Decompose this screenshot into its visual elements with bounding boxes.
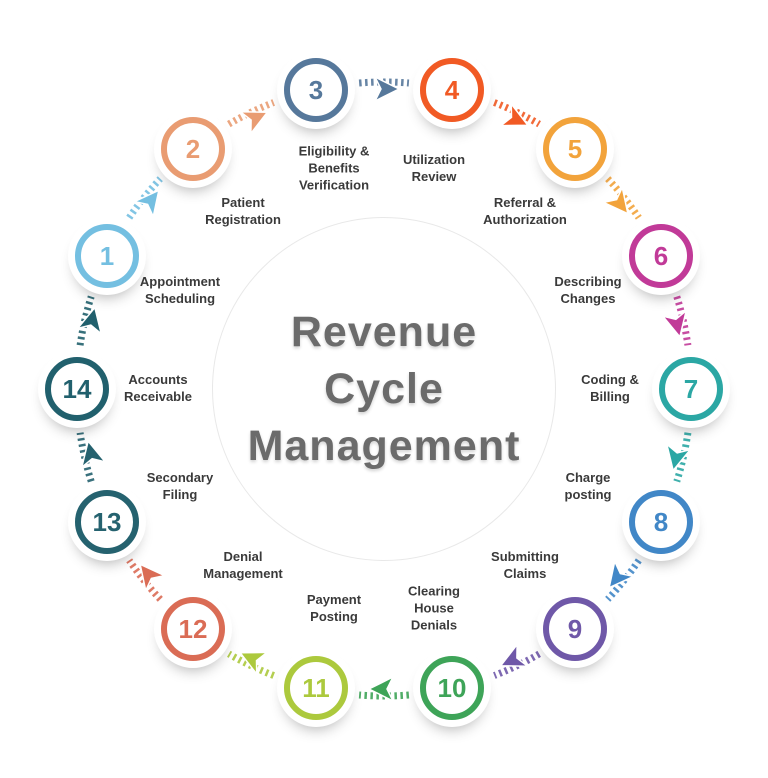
step-3-badge: 3 [284,58,348,122]
flow-arrow-icon-8 [608,559,636,590]
step-6-number: 6 [653,240,669,271]
flow-arrow-icon-14 [75,305,103,336]
step-5-label: Referral & Authorization [483,195,567,227]
step-8-badge: 8 [629,490,693,554]
flow-arrow-icon-13 [80,439,108,470]
step-4-badge: 4 [420,58,484,122]
step-6-badge: 6 [629,224,693,288]
step-13-badge: 13 [75,490,139,554]
step-10-number: 10 [437,672,467,703]
step-13-number: 13 [92,506,122,537]
flow-arrow-icon-11 [238,651,270,677]
step-8-label: Charge posting [564,470,612,502]
inner-circle [212,217,556,561]
step-11-label: Payment Posting [306,592,362,624]
step-8-number: 8 [653,506,669,537]
step-7-number: 7 [683,373,699,404]
step-9-number: 9 [567,613,583,644]
flow-arrow-icon-3 [373,75,401,103]
step-1-number: 1 [99,240,115,271]
flow-arrow-icon-12 [139,562,167,593]
step-2-label: Patient Registration [205,195,281,227]
step-11-badge: 11 [284,656,348,720]
step-13-label: Secondary Filing [146,470,214,502]
step-14-badge: 14 [45,357,109,421]
step-2-number: 2 [185,133,201,164]
step-10-badge: 10 [420,656,484,720]
flow-arrow-icon-10 [367,675,395,703]
flow-arrow-icon-1 [132,188,160,219]
flow-arrow-icon-6 [660,308,688,339]
step-5-number: 5 [567,133,583,164]
step-5-badge: 5 [543,117,607,181]
flow-arrow-icon-5 [601,185,629,216]
step-7-label: Coding & Billing [581,372,639,404]
step-12-badge: 12 [161,597,225,661]
step-1-label: Appointment Scheduling [139,274,221,306]
step-3-label: Eligibility & Benefits Verification [298,143,370,193]
flow-arrow-icon-9 [499,642,530,667]
step-14-number: 14 [62,373,92,404]
flow-arrow-icon-7 [665,442,693,473]
step-14-label: Accounts Receivable [124,372,192,404]
step-4-number: 4 [444,74,460,105]
step-10-label: Clearing House Denials [407,583,460,633]
step-3-number: 3 [308,74,324,105]
step-1-badge: 1 [75,224,139,288]
step-4-label: Utilization Review [402,152,466,184]
step-7-badge: 7 [659,357,723,421]
step-9-label: Submitting Claims [491,549,559,581]
step-2-badge: 2 [161,117,225,181]
diagram-title: Revenue Cycle Management [247,307,521,470]
flow-arrow-icon-4 [498,101,530,127]
flow-arrow-icon-2 [238,111,269,136]
step-11-number: 11 [302,672,330,703]
step-12-number: 12 [178,613,208,644]
step-6-label: Describing Changes [554,274,622,306]
step-12-label: Denial Management [203,549,283,581]
step-9-badge: 9 [543,597,607,661]
